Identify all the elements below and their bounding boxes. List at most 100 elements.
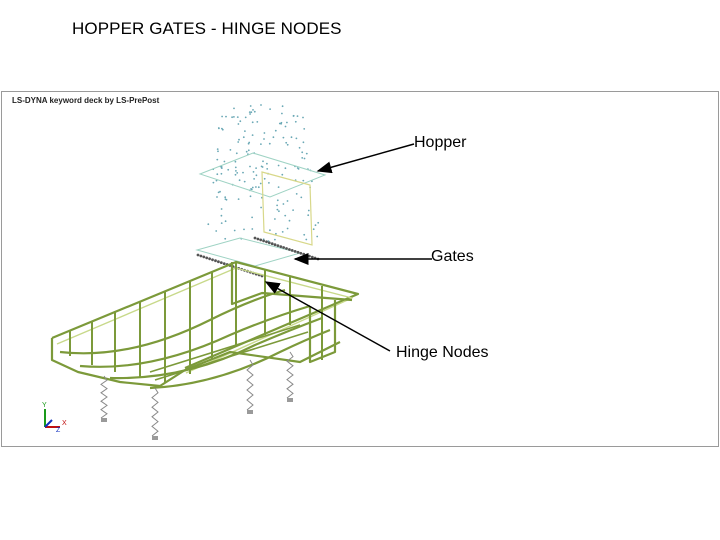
particle — [312, 228, 315, 231]
particle — [242, 171, 244, 174]
particle — [286, 121, 288, 124]
hinge-node — [270, 242, 274, 246]
particle — [244, 130, 246, 133]
particle — [286, 143, 289, 146]
particle — [292, 114, 295, 117]
hinge-node — [308, 254, 311, 258]
hinge-node — [199, 254, 203, 258]
hull-keel-1 — [149, 324, 301, 373]
particle — [244, 116, 247, 119]
particle — [260, 104, 262, 106]
particle — [278, 122, 281, 125]
hinge-node — [285, 247, 288, 250]
particle — [216, 148, 219, 151]
particle — [269, 229, 271, 232]
hinge-node — [273, 243, 277, 247]
particle — [274, 129, 277, 132]
particle — [277, 186, 280, 189]
particle — [303, 233, 306, 236]
particle — [207, 223, 210, 226]
hinge-node — [196, 253, 200, 257]
particle — [245, 150, 248, 153]
particle — [284, 167, 287, 170]
particle — [274, 218, 276, 220]
particle — [281, 105, 284, 108]
axis-label-x: X — [62, 420, 67, 427]
particle — [305, 238, 308, 241]
hinge-node — [296, 250, 300, 254]
support-spring — [246, 359, 254, 411]
hinge-node — [293, 250, 297, 253]
particle — [296, 167, 299, 169]
particle — [263, 177, 266, 180]
particle — [301, 151, 304, 154]
particle — [217, 191, 220, 194]
particle — [274, 238, 276, 241]
particle — [292, 209, 294, 212]
particle — [247, 149, 250, 152]
hinge-node — [211, 258, 214, 262]
hinge-node — [290, 249, 294, 252]
particle — [256, 121, 259, 123]
hinge-node — [219, 261, 223, 264]
hull-keel-2 — [154, 331, 309, 381]
particle — [285, 141, 288, 144]
model-viewport[interactable]: LS-DYNA keyword deck by LS-PrePost — [1, 91, 719, 447]
particle — [215, 230, 218, 232]
particle — [281, 173, 284, 176]
hull-bottom-curve-2 — [79, 304, 311, 368]
particle — [275, 232, 277, 235]
particle — [220, 222, 223, 225]
particle — [290, 136, 293, 139]
particle — [224, 196, 227, 199]
particle — [238, 179, 241, 182]
particle — [263, 138, 265, 140]
particle — [266, 162, 268, 165]
particle — [259, 182, 262, 185]
spring-base — [101, 418, 107, 422]
particle — [260, 206, 262, 209]
support-spring — [151, 387, 159, 437]
particle — [295, 137, 298, 140]
particle — [234, 173, 237, 176]
hinge-node — [302, 252, 306, 256]
particle — [247, 142, 250, 145]
particle — [215, 179, 218, 182]
particle — [314, 224, 317, 227]
hinge-node — [214, 259, 217, 263]
label-hinge-nodes: Hinge Nodes — [396, 344, 489, 361]
support-springs — [100, 351, 294, 440]
particle — [239, 120, 242, 123]
hinge-node — [205, 256, 209, 260]
hull-outer-rim — [51, 260, 360, 370]
particle — [257, 186, 260, 189]
particle — [251, 186, 254, 189]
slide-title: HOPPER GATES - HINGE NODES — [72, 19, 342, 38]
hinge-node — [276, 244, 280, 248]
particle — [251, 216, 254, 219]
particle — [219, 190, 221, 193]
particle — [237, 141, 240, 143]
particle — [220, 165, 223, 168]
hinge-node — [282, 246, 285, 249]
particle — [296, 115, 299, 117]
particle — [235, 152, 238, 155]
particle — [307, 209, 310, 212]
hinge-node — [256, 237, 260, 241]
hopper-top-plate — [198, 152, 327, 198]
particle — [229, 149, 232, 151]
particle — [302, 116, 304, 119]
particle — [302, 179, 305, 182]
particle — [255, 167, 257, 170]
hinge-nodes-arrow — [264, 281, 391, 352]
particle — [233, 107, 235, 110]
particle — [276, 204, 278, 207]
particle — [266, 168, 269, 170]
particle — [250, 188, 253, 190]
hull-frame — [50, 260, 360, 390]
particle — [227, 168, 230, 171]
viewport-title: LS-DYNA keyword deck by LS-PrePost — [12, 96, 160, 105]
particle — [236, 172, 239, 174]
hinge-node — [267, 241, 271, 245]
